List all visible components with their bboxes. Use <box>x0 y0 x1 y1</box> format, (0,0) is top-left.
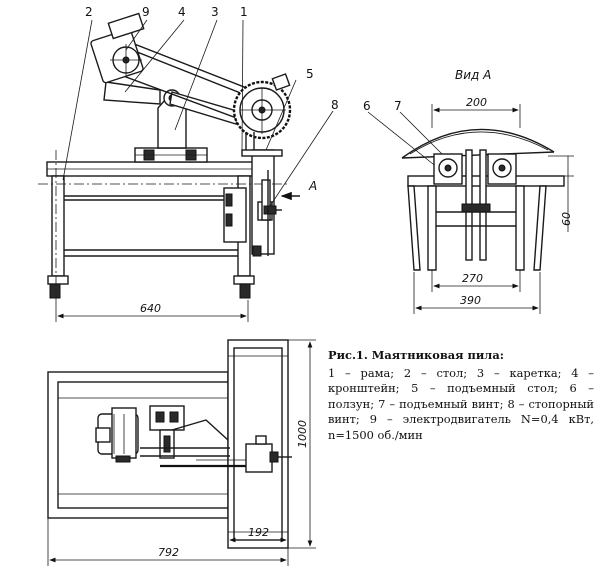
view-a-title: Вид А <box>455 68 491 82</box>
callout-8: 8 <box>331 98 339 112</box>
dim-1000: 1000 <box>296 420 309 448</box>
dim-60: 60 <box>560 212 573 226</box>
arrow-a-label: А <box>308 179 317 193</box>
dim-192: 192 <box>248 526 269 539</box>
callout-6: 6 <box>363 99 371 113</box>
plan-view: 792 192 1000 <box>47 339 316 566</box>
caption-text: 1 – рама; 2 – стол; 3 – каретка; 4 – кро… <box>328 365 594 442</box>
callout-4: 4 <box>178 5 186 19</box>
figure-caption: Рис.1. Маятниковая пила: 1 – рама; 2 – с… <box>328 348 594 444</box>
dim-640: 640 <box>140 302 161 315</box>
callout-2: 2 <box>85 5 93 19</box>
callout-3: 3 <box>211 5 219 19</box>
caption-title: Рис.1. Маятниковая пила: <box>328 348 504 362</box>
callout-9: 9 <box>142 5 150 19</box>
callout-5: 5 <box>306 67 314 81</box>
dim-390: 390 <box>460 294 481 307</box>
dim-792: 792 <box>158 546 179 559</box>
view-a: Вид А 200 6 7 <box>363 68 574 314</box>
front-view: 2 9 4 3 1 5 8 А 640 <box>38 5 339 322</box>
dim-200: 200 <box>466 96 487 109</box>
callout-1: 1 <box>240 5 248 19</box>
dim-270: 270 <box>462 272 483 285</box>
callout-7: 7 <box>394 99 402 113</box>
